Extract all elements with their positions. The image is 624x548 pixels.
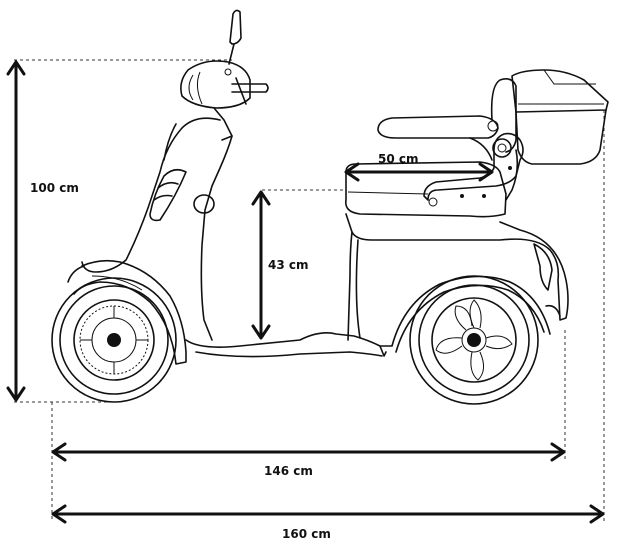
rear-top-box xyxy=(511,69,609,165)
rear-wheel xyxy=(409,275,539,405)
backrest xyxy=(377,78,524,207)
seat-length-arrow xyxy=(344,162,494,182)
seat xyxy=(344,161,507,218)
dimension-arrows xyxy=(6,60,605,524)
seat-height-arrow xyxy=(251,190,271,340)
overall-length-label: 160 cm xyxy=(282,527,331,541)
handlebar xyxy=(231,77,269,105)
height-arrow xyxy=(6,60,26,402)
front-wheel xyxy=(51,277,177,403)
mirror xyxy=(228,9,242,65)
wheelbase-label: 146 cm xyxy=(264,464,313,478)
height-label: 100 cm xyxy=(30,181,79,195)
wheelbase-arrow xyxy=(51,442,566,462)
seat-length-label: 50 cm xyxy=(378,152,419,166)
headlight-cowl xyxy=(180,60,251,109)
overall-length-arrow xyxy=(51,504,605,524)
scooter-drawing xyxy=(67,9,609,365)
seat-height-label: 43 cm xyxy=(268,258,309,272)
extension-lines xyxy=(14,59,605,522)
